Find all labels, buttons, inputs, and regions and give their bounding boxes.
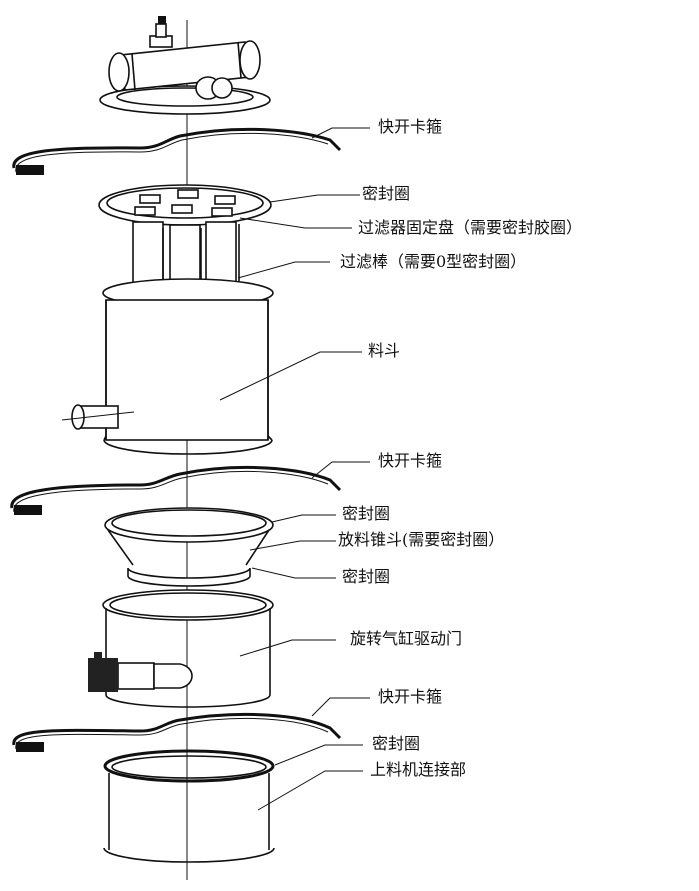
label-seal-connector: 密封圈 [372,734,421,753]
leader-lines [219,127,370,811]
rotary-door-section [88,589,274,708]
quick-clamp-middle [10,465,342,515]
label-clamp-bottom: 快开卡箍 [378,687,443,706]
filter-plate [98,184,272,226]
label-seal-cone-top: 密封圈 [342,504,391,523]
label-connector: 上料机连接部 [370,760,467,779]
label-seal-cone-bottom: 密封圈 [342,567,391,586]
label-seal-filter-plate: 密封圈 [362,184,411,203]
label-clamp-middle: 快开卡箍 [378,451,443,470]
label-filter-plate: 过滤器固定盘（需要密封胶圈） [358,218,583,237]
top-lid-assembly [99,16,271,115]
label-hopper: 料斗 [368,341,401,360]
quick-clamp-bottom [12,712,342,752]
discharge-cone [104,507,274,587]
hopper [61,278,274,455]
quick-clamp-top [12,127,342,175]
feeder-connector [103,749,275,863]
label-discharge-cone: 放料锥斗(需要密封圈） [338,530,505,549]
label-rotary-door: 旋转气缸驱动门 [350,629,463,648]
label-filter-rod: 过滤棒（需要0型密封圈） [340,252,527,271]
label-clamp-top: 快开卡箍 [378,117,443,136]
